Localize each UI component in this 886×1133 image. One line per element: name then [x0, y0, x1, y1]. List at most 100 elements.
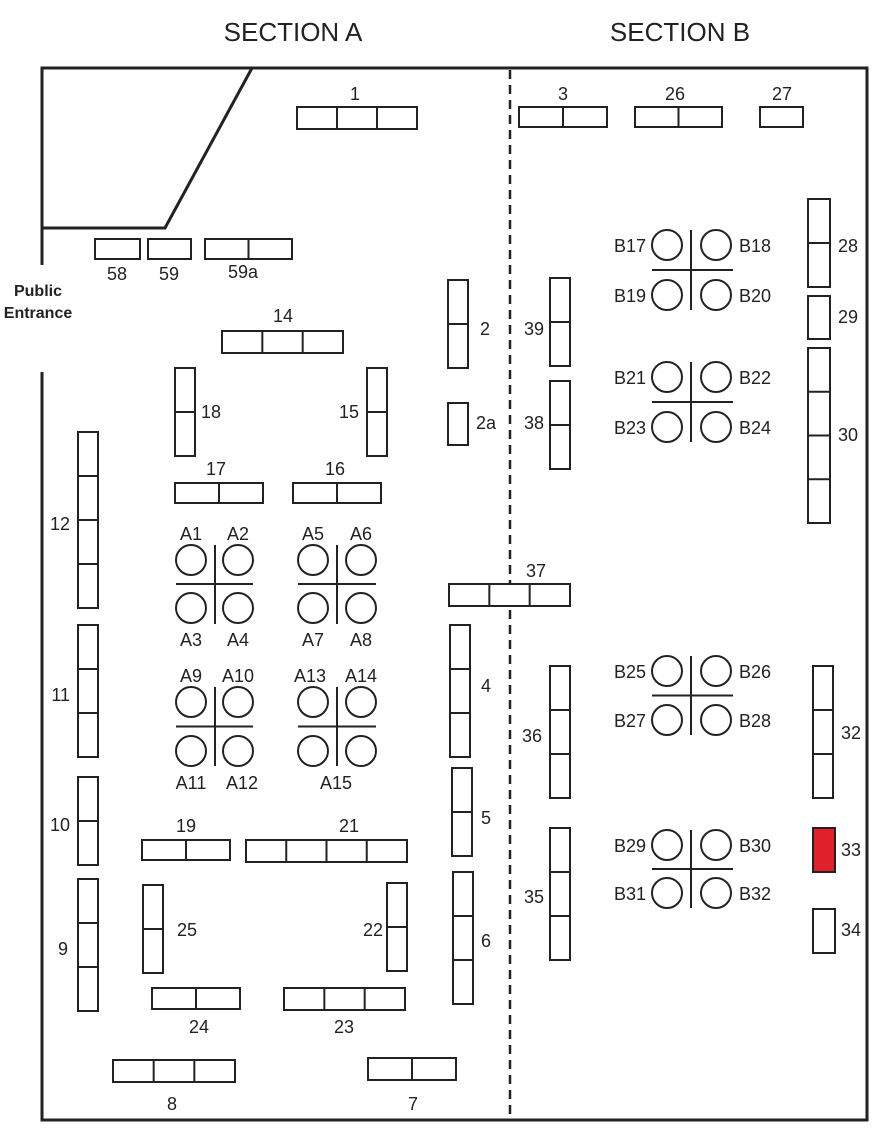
table-label: B25	[614, 662, 646, 682]
booth-label: 28	[838, 236, 858, 256]
booth-26[interactable]: 26	[634, 84, 723, 128]
entrance-label-line2: Entrance	[4, 305, 73, 322]
table-label: A13	[294, 666, 326, 686]
table-b19[interactable]	[651, 279, 683, 311]
booth-39[interactable]: 39	[524, 277, 571, 367]
table-label: B31	[614, 884, 646, 904]
booth-22[interactable]: 22	[363, 882, 408, 972]
table-a3[interactable]	[175, 592, 207, 624]
booth-19[interactable]: 19	[141, 816, 231, 861]
booth-25[interactable]: 25	[142, 884, 197, 974]
booth-label: 30	[838, 425, 858, 445]
booth-23[interactable]: 23	[283, 987, 406, 1037]
table-b20[interactable]	[700, 279, 732, 311]
booth-59[interactable]: 59	[147, 238, 192, 284]
booth-35[interactable]: 35	[524, 827, 571, 961]
table-a6[interactable]	[345, 544, 377, 576]
booth-36[interactable]: 36	[522, 665, 571, 799]
booth-4[interactable]: 4	[449, 624, 491, 758]
booth-8-outline	[112, 1059, 236, 1083]
booth-label: 6	[481, 931, 491, 951]
booth-38[interactable]: 38	[524, 380, 571, 470]
table-b26[interactable]	[700, 655, 732, 687]
booth-label: 29	[838, 307, 858, 327]
booth-3[interactable]: 3	[518, 84, 608, 128]
table-a10[interactable]	[222, 686, 254, 718]
table-label: B32	[739, 884, 771, 904]
booth-label: 25	[177, 920, 197, 940]
table-b27[interactable]	[651, 704, 683, 736]
booth-14[interactable]: 14	[221, 306, 344, 354]
table-a15[interactable]	[297, 735, 329, 767]
booth-label: 11	[51, 685, 70, 705]
table-label: A11	[176, 773, 207, 793]
booth-11[interactable]: 11	[51, 624, 99, 758]
booth-29[interactable]: 29	[807, 295, 858, 340]
booth-21[interactable]: 21	[245, 816, 408, 863]
booth-10[interactable]: 10	[50, 776, 99, 866]
table-a7[interactable]	[297, 592, 329, 624]
booth-34[interactable]: 34	[812, 908, 861, 954]
table-label: B17	[614, 236, 646, 256]
table-a2[interactable]	[222, 544, 254, 576]
table-ca13-3[interactable]	[345, 735, 377, 767]
booth-32[interactable]: 32	[812, 665, 861, 799]
booth-24[interactable]: 24	[151, 987, 241, 1037]
table-a9[interactable]	[175, 686, 207, 718]
table-b22[interactable]	[700, 361, 732, 393]
table-b32[interactable]	[700, 877, 732, 909]
booth-label: 24	[189, 1017, 209, 1037]
table-label: B29	[614, 836, 646, 856]
table-a1[interactable]	[175, 544, 207, 576]
booth-label: 14	[273, 306, 293, 326]
booth-label: 27	[772, 84, 792, 104]
table-b31[interactable]	[651, 877, 683, 909]
booth-9[interactable]: 9	[58, 878, 99, 1012]
table-b28[interactable]	[700, 704, 732, 736]
booth-6-outline	[452, 871, 474, 1005]
table-b29[interactable]	[651, 829, 683, 861]
booth-16[interactable]: 16	[292, 459, 382, 504]
booth-18[interactable]: 18	[174, 367, 221, 457]
booth-1[interactable]: 1	[296, 84, 418, 130]
table-label: B24	[739, 418, 771, 438]
table-b21[interactable]	[651, 361, 683, 393]
booth-5[interactable]: 5	[451, 767, 491, 857]
table-label: A15	[320, 773, 352, 793]
booth-30[interactable]: 30	[807, 347, 858, 524]
booth-label: 4	[481, 676, 491, 696]
booth-17[interactable]: 17	[174, 459, 264, 504]
table-b24[interactable]	[700, 411, 732, 443]
booth-6[interactable]: 6	[452, 871, 491, 1005]
booth-37[interactable]: 37	[448, 561, 571, 607]
booth-8[interactable]: 8	[112, 1059, 236, 1114]
table-a13[interactable]	[297, 686, 329, 718]
table-label: A14	[345, 666, 377, 686]
table-a5[interactable]	[297, 544, 329, 576]
table-a11[interactable]	[175, 735, 207, 767]
table-b30[interactable]	[700, 829, 732, 861]
table-b23[interactable]	[651, 411, 683, 443]
booth-28[interactable]: 28	[807, 198, 858, 288]
booth-59a[interactable]: 59a	[204, 238, 293, 282]
table-b18[interactable]	[700, 229, 732, 261]
booth-27[interactable]: 27	[759, 84, 804, 128]
table-a8[interactable]	[345, 592, 377, 624]
booth-12[interactable]: 12	[50, 431, 99, 609]
booth-58[interactable]: 58	[94, 238, 141, 284]
table-a14[interactable]	[345, 686, 377, 718]
booth-1-outline	[296, 106, 418, 130]
table-label: B22	[739, 368, 771, 388]
table-b17[interactable]	[651, 229, 683, 261]
booth-7[interactable]: 7	[367, 1057, 457, 1114]
booth-15[interactable]: 15	[339, 367, 388, 457]
table-a4[interactable]	[222, 592, 254, 624]
table-label: B28	[739, 711, 771, 731]
booth-33[interactable]: 33	[812, 827, 861, 873]
table-b25[interactable]	[651, 655, 683, 687]
booth-2a[interactable]: 2a	[447, 402, 497, 446]
booth-2[interactable]: 2	[447, 279, 490, 369]
booth-label: 2a	[476, 413, 497, 433]
table-a12[interactable]	[222, 735, 254, 767]
